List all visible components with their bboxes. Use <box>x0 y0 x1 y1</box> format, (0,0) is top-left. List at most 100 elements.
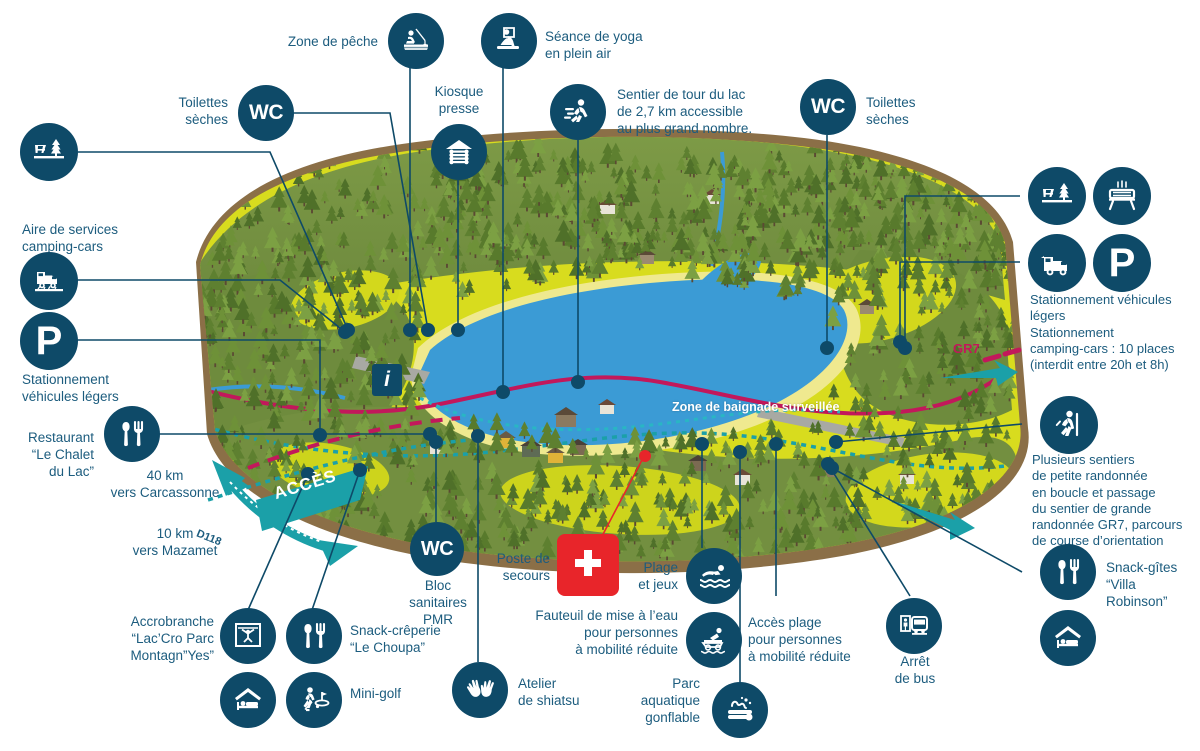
poi-badge-gite-accro[interactable] <box>220 672 276 728</box>
poi-badge-snack-gites-villa[interactable] <box>1040 544 1096 600</box>
conn-randonnee <box>835 423 1023 443</box>
poi-badge-arret-bus[interactable] <box>886 598 942 654</box>
conifer-trunk <box>655 217 658 222</box>
bus-stop-accessible-icon <box>898 610 930 642</box>
conifer-tree <box>627 426 643 445</box>
conifer-trunk <box>537 153 540 157</box>
conifer-tree <box>330 309 345 327</box>
conn-picnic-tr <box>904 195 1020 348</box>
conifer-trunk <box>920 217 922 220</box>
conifer-trunk <box>239 440 241 443</box>
conifer-tree <box>934 338 944 349</box>
conifer-tree <box>795 488 813 509</box>
conifer-tree <box>784 177 798 193</box>
conifer-trunk <box>763 256 766 260</box>
conifer-tree <box>527 258 545 281</box>
conifer-tree <box>216 259 235 282</box>
conifer-trunk <box>523 176 526 181</box>
poi-badge-kiosque-presse[interactable] <box>431 124 487 180</box>
conifer-trunk <box>738 196 741 200</box>
poi-badge-stationnement-l[interactable]: P <box>20 312 78 370</box>
conifer-trunk <box>209 343 211 347</box>
conifer-tree <box>291 433 302 446</box>
conifer-tree <box>622 180 641 203</box>
poi-badge-accrobranche[interactable] <box>220 608 276 664</box>
conifer-tree <box>728 426 739 439</box>
conifer-trunk <box>759 202 761 206</box>
conifer-trunk <box>279 262 281 265</box>
lake-water <box>419 279 848 446</box>
conifer-trunk <box>720 469 722 472</box>
conifer-tree <box>913 411 929 430</box>
conifer-tree <box>239 387 251 401</box>
poi-badge-picnic-tr[interactable] <box>1028 167 1086 225</box>
poi-badge-aire-picnic-tl[interactable] <box>20 123 78 181</box>
conifer-tree <box>847 508 864 528</box>
conifer-trunk <box>491 478 493 483</box>
poi-badge-toilettes-seches-tl[interactable]: WC <box>238 85 294 141</box>
poi-label-snack-creperie: Snack-crêperie “Le Choupa” <box>350 623 441 655</box>
conifer-tree <box>471 500 487 521</box>
conifer-tree <box>769 539 781 554</box>
conifer-trunk <box>296 445 298 449</box>
conifer-trunk <box>630 201 633 207</box>
poi-badge-gite-villa[interactable] <box>1040 610 1096 666</box>
conifer-trunk <box>338 314 341 319</box>
poi-badge-mini-golf[interactable] <box>286 672 342 728</box>
conifer-trunk <box>634 169 637 173</box>
poi-badge-zone-peche[interactable] <box>388 13 444 69</box>
poi-badge-snack-creperie[interactable] <box>286 608 342 664</box>
poi-badge-fauteuil-mise-eau[interactable] <box>686 612 742 668</box>
poi-badge-sentier-tour-lac[interactable] <box>550 84 606 140</box>
poi-label-seance-yoga: Séance de yoga en plein air <box>545 29 643 61</box>
conifer-trunk <box>587 505 589 508</box>
conifer-trunk <box>914 518 917 523</box>
poi-badge-parking-r[interactable]: P <box>1093 234 1151 292</box>
conifer-tree <box>538 535 557 558</box>
conifer-tree <box>740 214 750 226</box>
conifer-trunk <box>679 261 682 266</box>
conifer-tree <box>570 474 584 491</box>
conifer-trunk <box>357 209 359 213</box>
conifer-trunk <box>695 263 697 266</box>
poi-badge-camping-car-r[interactable] <box>1028 234 1086 292</box>
poi-badge-bloc-sanitaire-pmr[interactable]: WC <box>410 522 464 576</box>
conifer-tree <box>873 420 887 437</box>
conifer-trunk <box>628 540 630 543</box>
conifer-trunk <box>680 448 683 453</box>
conifer-trunk <box>284 356 286 359</box>
conifer-tree <box>915 374 932 394</box>
poi-badge-aire-services[interactable] <box>20 252 78 310</box>
conifer-trunk <box>949 383 952 386</box>
poi-badge-atelier-shiatsu[interactable] <box>452 662 508 718</box>
poi-badge-poste-secours[interactable] <box>557 534 619 596</box>
conifer-tree <box>484 221 503 244</box>
conifer-tree <box>629 154 642 170</box>
conifer-trunk <box>892 446 895 450</box>
cutlery-icon <box>117 419 147 449</box>
poi-badge-toilettes-seches-tr[interactable]: WC <box>800 79 856 135</box>
conifer-trunk <box>286 400 288 404</box>
conifer-tree <box>686 461 697 475</box>
conifer-tree <box>493 495 506 511</box>
poi-badge-barbecue-tr[interactable] <box>1093 167 1151 225</box>
conifer-tree <box>453 437 462 448</box>
conifer-trunk <box>361 314 364 319</box>
information-marker[interactable]: i <box>372 364 402 396</box>
poi-badge-plage-jeux[interactable] <box>686 548 742 604</box>
conifer-tree <box>835 226 847 242</box>
conifer-trunk <box>288 222 290 225</box>
conifer-trunk <box>892 229 894 232</box>
conifer-trunk <box>829 169 831 173</box>
poi-badge-randonnee[interactable] <box>1040 396 1098 454</box>
conifer-trunk <box>410 415 413 420</box>
conifer-tree <box>206 250 219 266</box>
poi-badge-seance-yoga[interactable] <box>481 13 537 69</box>
poi-badge-parc-aquatique[interactable] <box>712 682 768 738</box>
conifer-trunk <box>341 505 344 510</box>
conifer-trunk <box>796 457 798 460</box>
conifer-trunk <box>591 223 594 228</box>
conifer-tree <box>556 156 570 173</box>
poi-badge-restaurant-chalet[interactable] <box>104 406 160 462</box>
conifer-trunk <box>652 239 654 242</box>
